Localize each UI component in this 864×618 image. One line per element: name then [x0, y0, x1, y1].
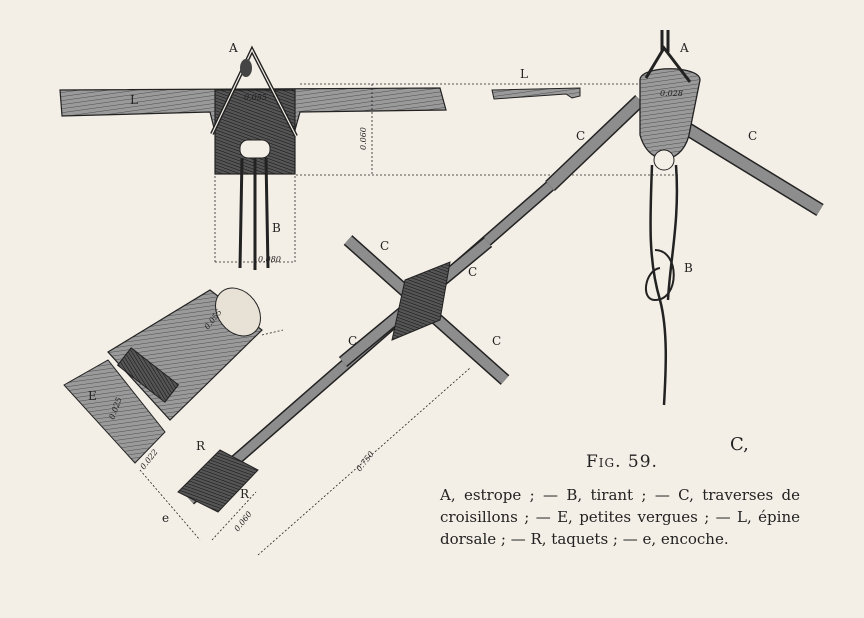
dimension-lines-top [214, 83, 680, 263]
label-C-cross-top: C [380, 239, 389, 253]
label-R-upper: R [196, 439, 206, 453]
label-E: E [88, 389, 97, 403]
small-spar-detail [63, 287, 263, 464]
taquet-cleat [177, 449, 259, 513]
dimension-0-055-top: 0.055 [244, 93, 267, 102]
label-C-cross-right: C [468, 265, 477, 279]
label-e: e [162, 511, 169, 525]
spine-elevation [59, 45, 447, 270]
cross-arms [338, 235, 510, 385]
label-L-right: L [520, 67, 528, 81]
dimension-0-750: 0.750 [354, 450, 375, 474]
dimension-0-060-top: 0.060 [359, 127, 368, 150]
label-B-left: B [272, 221, 281, 235]
label-C-cross-left: C [348, 334, 357, 348]
label-A-left: A [228, 41, 238, 55]
stray-label: C, [730, 434, 749, 455]
label-B-right: B [684, 261, 693, 275]
figure-caption: A, estrope ; — B, tirant ; — C, traverse… [440, 486, 800, 548]
dimension-0-080: 0.080 [258, 255, 281, 264]
label-C-cross-bottom: C [492, 334, 501, 348]
dimension-0-060-lower: 0.060 [232, 510, 253, 534]
dimension-lines-lower [139, 329, 471, 556]
block-assembly [545, 30, 824, 406]
label-A-right: A [679, 41, 689, 55]
label-C-upper-left: C [576, 129, 585, 143]
label-L-left: L [130, 93, 138, 107]
spine-section-detail [491, 87, 581, 100]
dimension-0-028: 0.028 [660, 89, 683, 98]
figure-title: Fig. 59. [586, 452, 658, 472]
label-R-lower: R [240, 487, 250, 501]
label-C-upper-right: C [748, 129, 757, 143]
